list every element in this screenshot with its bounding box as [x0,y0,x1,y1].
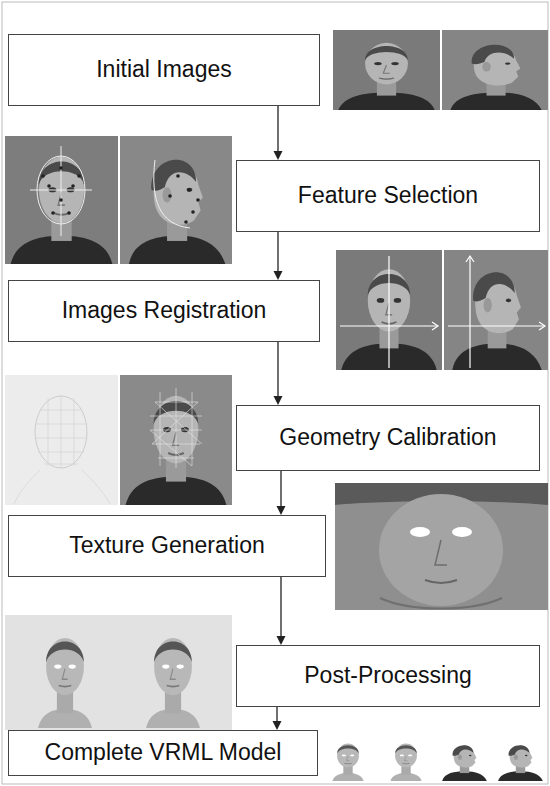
step-label: Texture Generation [59,532,275,560]
initial-photos [333,30,548,110]
process-box: Texture Generation [8,515,326,577]
box-text-group: Images Registration [52,297,277,325]
vrml-views [332,744,542,781]
box-text-group: Initial Images [86,56,242,84]
post-processed-heads [5,615,232,730]
step-label: Initial Images [86,56,242,84]
box-text-group: Complete VRML Model [35,739,292,767]
step-label: Complete VRML Model [35,739,292,767]
flow-arrow [274,232,283,280]
process-box: Complete VRML Model [8,730,318,776]
geometry-meshes [5,375,232,505]
box-text-group: Texture Generation [59,532,275,560]
flow-arrow [277,471,286,515]
flow-arrow [274,342,283,405]
process-box: Geometry Calibration [236,405,540,471]
registration-photos [336,250,548,370]
process-box: Feature Selection [236,160,540,232]
step-label: Images Registration [52,297,277,325]
process-box: Initial Images [8,34,320,106]
process-box: Post-Processing [236,645,540,707]
feature-photos [5,136,232,264]
flow-arrow [277,577,286,645]
box-text-group: Feature Selection [288,182,488,210]
step-label: Post-Processing [294,662,481,690]
step-label: Geometry Calibration [269,424,506,452]
texture-map [335,483,548,610]
box-text-group: Geometry Calibration [269,424,506,452]
flow-arrow [274,106,283,160]
flow-arrow [273,707,282,730]
process-box: Images Registration [8,280,320,342]
box-text-group: Post-Processing [294,662,481,690]
step-label: Feature Selection [288,182,488,210]
